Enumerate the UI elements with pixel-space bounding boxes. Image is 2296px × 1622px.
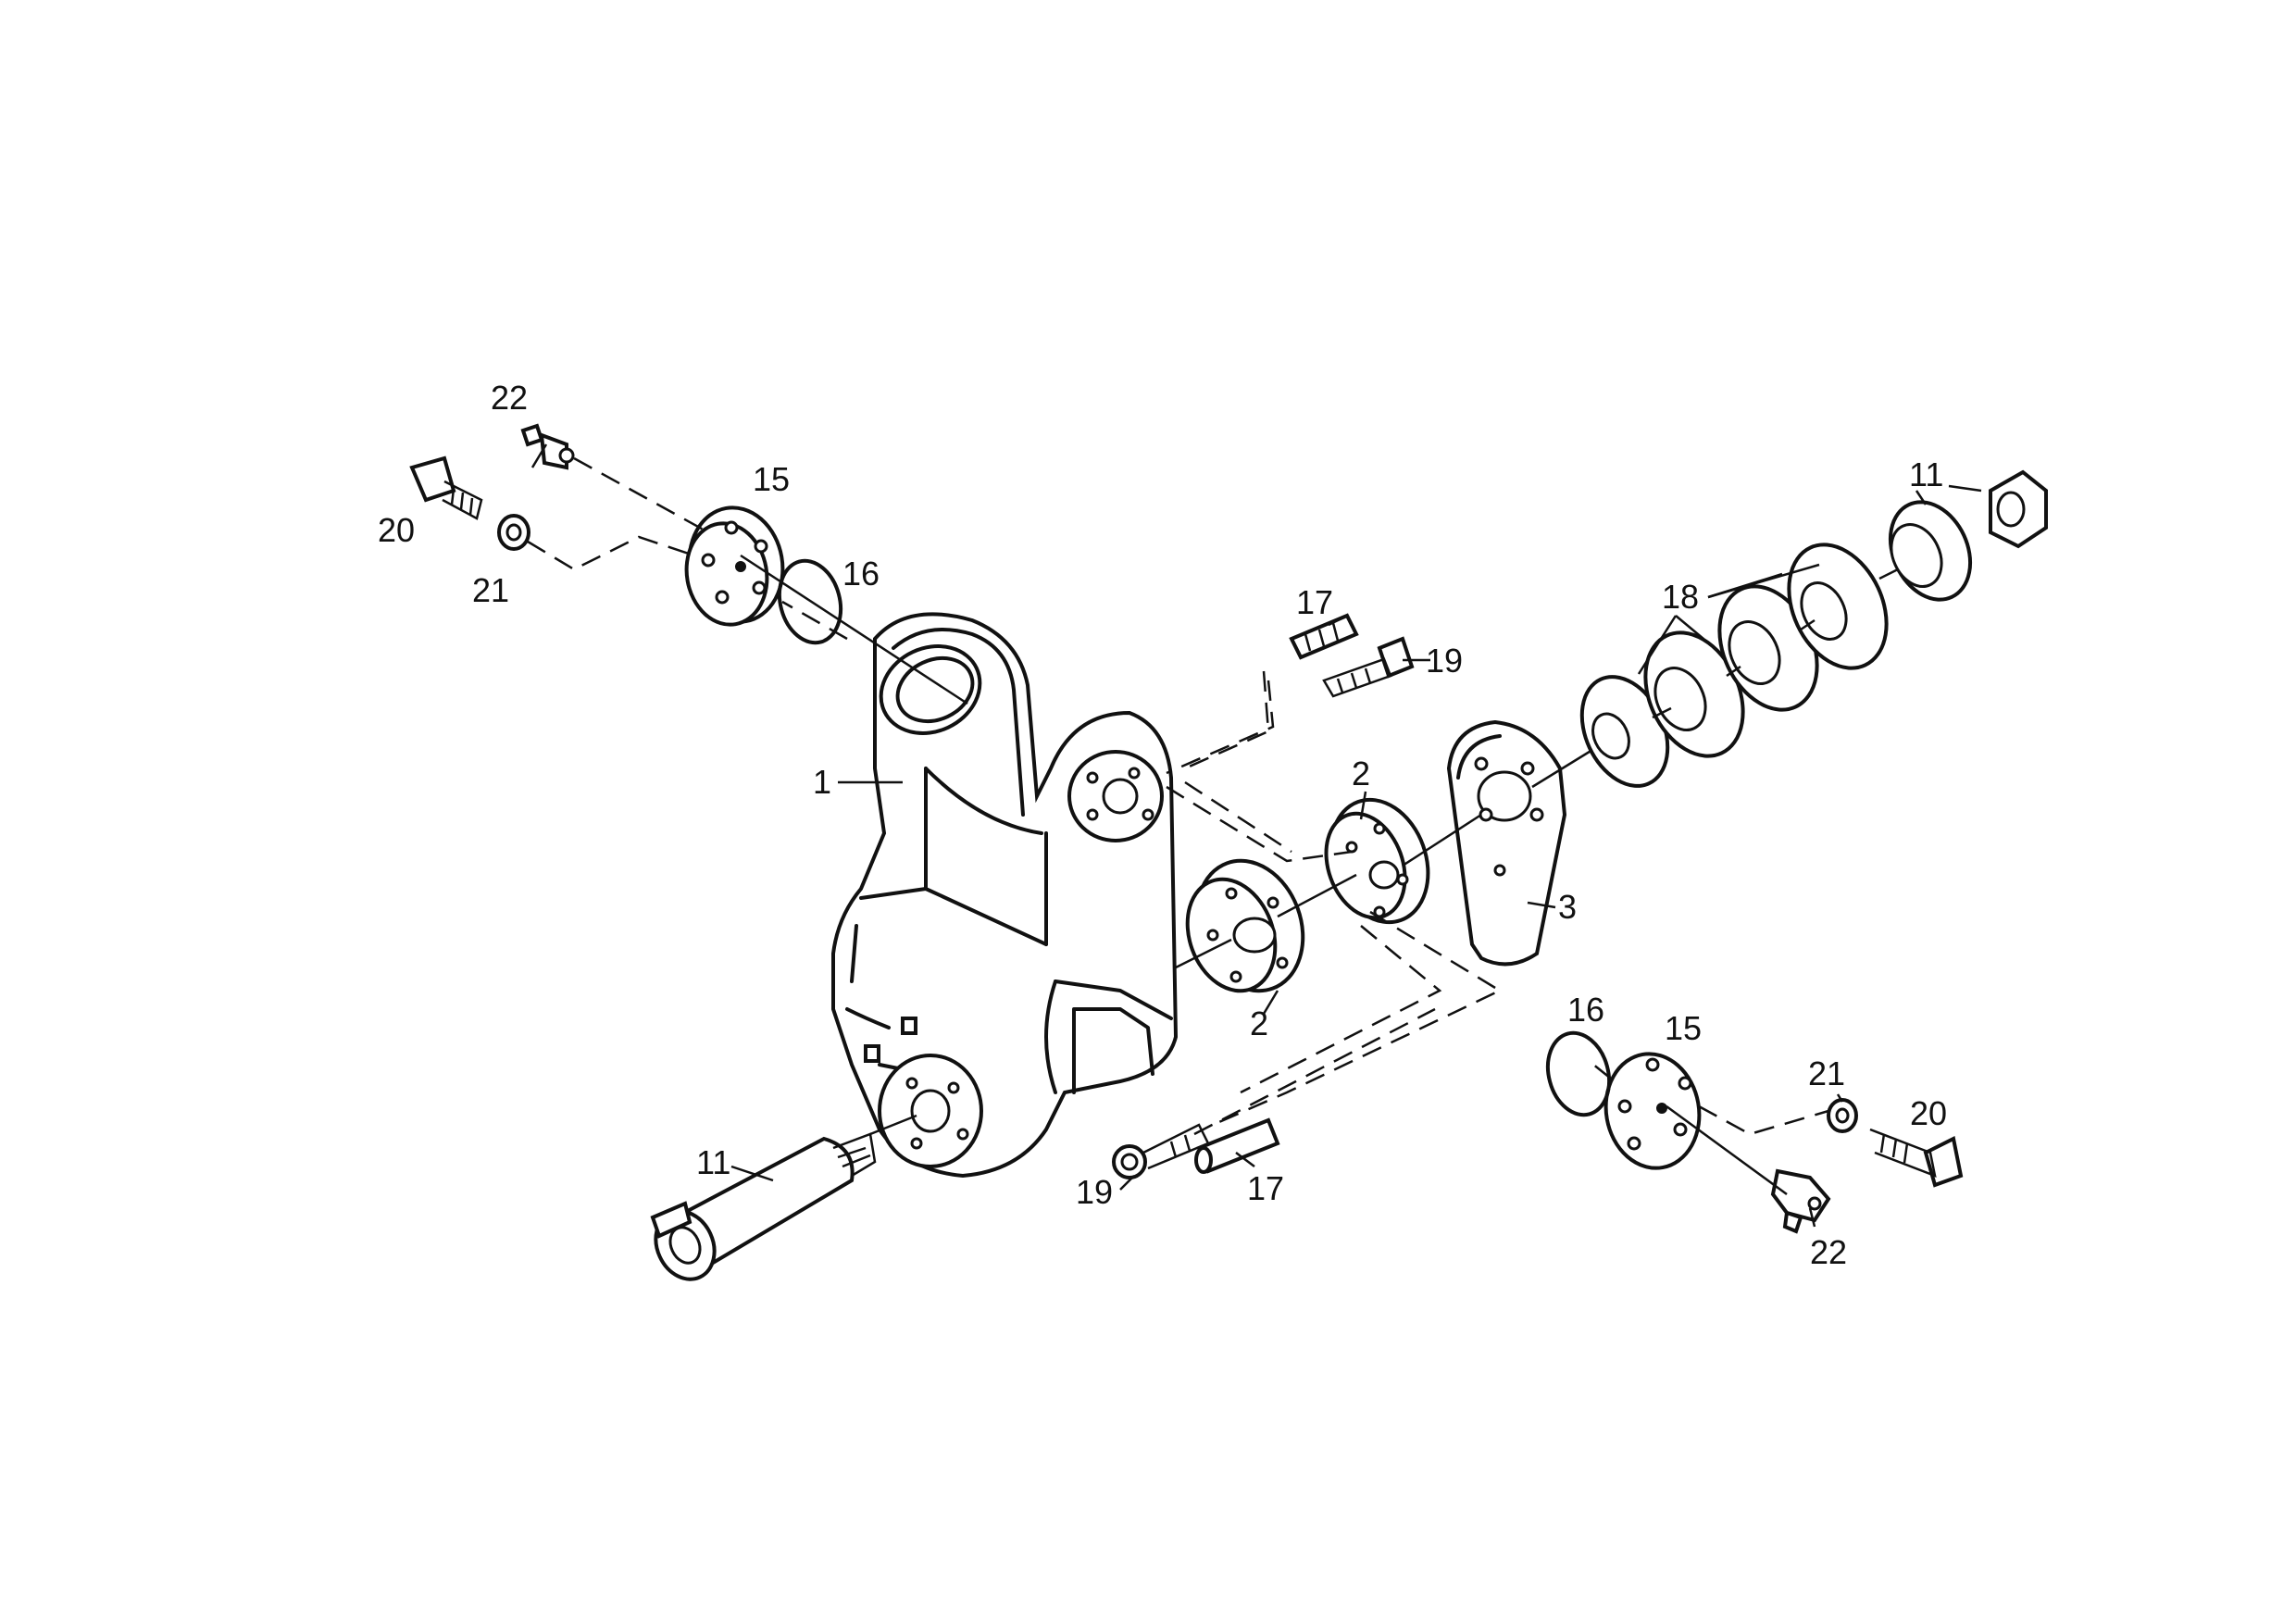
part-21-washer-lower [1827, 1098, 1858, 1133]
part-18-washers [1579, 543, 1889, 788]
callout-19-lower: 19 [1076, 1173, 1113, 1211]
callout-20-upper: 20 [378, 511, 415, 549]
callout-2-upper: 2 [1352, 755, 1370, 792]
part-20-bolt-upper [409, 455, 483, 520]
callout-22-upper: 22 [491, 379, 528, 417]
callout-1: 1 [813, 763, 831, 801]
callout-21-lower: 21 [1808, 1054, 1845, 1092]
part-2-flange-front [1185, 858, 1305, 993]
callout-leader-lines [530, 443, 1982, 1228]
part-19-bolt-lower [1112, 1123, 1210, 1179]
callout-22-lower: 22 [1810, 1233, 1847, 1271]
part-1-bracket [831, 612, 1179, 1179]
part-21-washer-upper [497, 514, 530, 551]
part-20-bolt-lower [1869, 1128, 1964, 1188]
part-11-bearing-nut [1888, 469, 2048, 602]
part-2-flange-rear [1324, 797, 1430, 925]
part-19-bolt-upper [1322, 636, 1415, 698]
part-22-fitting-upper [520, 423, 575, 470]
part-17-pin-lower [1194, 1117, 1280, 1174]
callout-2-lower: 2 [1250, 1004, 1268, 1042]
part-16-oring-upper [777, 558, 843, 645]
part-16-oring-lower [1545, 1030, 1612, 1117]
callout-11-pin: 11 [696, 1143, 730, 1181]
callouts: 1 2 2 3 11 11 15 15 16 16 17 17 18 19 19… [378, 379, 1947, 1271]
callout-21-upper: 21 [472, 571, 509, 609]
callout-11-bearing: 11 [1909, 455, 1943, 493]
callout-16-lower: 16 [1567, 991, 1604, 1029]
part-22-fitting-lower [1770, 1168, 1831, 1234]
callout-17-upper: 17 [1296, 583, 1333, 621]
callout-18: 18 [1662, 578, 1699, 616]
callout-3: 3 [1558, 888, 1577, 926]
part-15-cover-upper [684, 505, 785, 627]
assembly-axis-lines [740, 554, 1899, 1196]
assembly-dashed-lines [527, 456, 1829, 1136]
part-11-pin-shaft [650, 1132, 877, 1281]
callout-15-lower: 15 [1665, 1009, 1702, 1047]
callout-17-lower: 17 [1247, 1169, 1284, 1207]
callout-19-upper: 19 [1426, 642, 1463, 680]
callout-15-upper: 15 [753, 460, 790, 498]
part-15-cover-lower [1603, 1052, 1702, 1170]
callout-20-lower: 20 [1910, 1094, 1947, 1132]
callout-16-upper: 16 [842, 555, 880, 593]
part-17-pin-upper [1289, 613, 1359, 660]
part-3-lever-plate [1446, 719, 1567, 967]
